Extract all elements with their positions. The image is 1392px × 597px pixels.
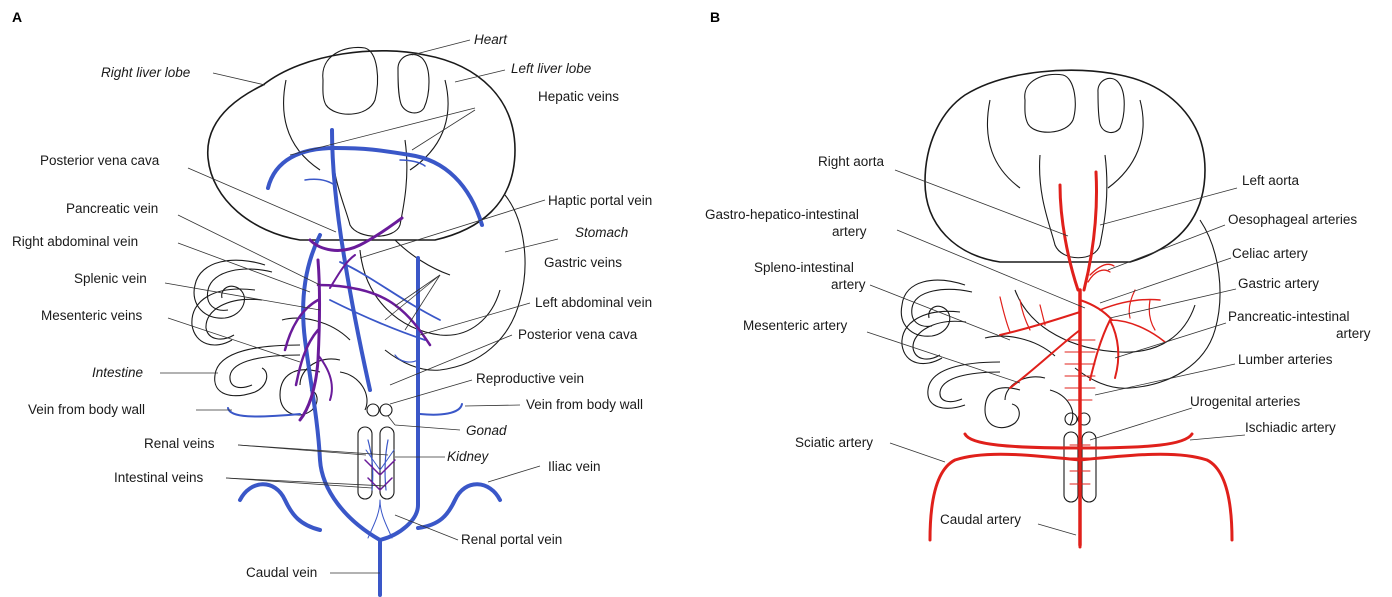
panel-b: B bbox=[705, 9, 1371, 547]
oesophageal-arteries bbox=[1088, 264, 1114, 282]
label-gastro-hepatico-line1: Gastro-hepatico-intestinal bbox=[705, 207, 859, 222]
label-intestinal-veins: Intestinal veins bbox=[114, 470, 204, 485]
label-gonad: Gonad bbox=[466, 423, 507, 438]
label-oesophageal-arteries: Oesophageal arteries bbox=[1228, 212, 1357, 227]
label-urogenital-arteries: Urogenital arteries bbox=[1190, 394, 1301, 409]
mesenteric-vein-c bbox=[318, 355, 332, 400]
label-right-abdominal-vein: Right abdominal vein bbox=[12, 234, 138, 249]
stomach-inner-b bbox=[1015, 290, 1195, 352]
label-lumber-arteries: Lumber arteries bbox=[1238, 352, 1333, 367]
label-left-liver-lobe: Left liver lobe bbox=[511, 61, 591, 76]
label-iliac-vein: Iliac vein bbox=[548, 459, 601, 474]
label-spleno-intestinal-line2: artery bbox=[831, 277, 866, 292]
label-sciatic-artery: Sciatic artery bbox=[795, 435, 873, 450]
heart-left-chamber-b bbox=[1025, 74, 1076, 132]
label-body-wall-vein-right: Vein from body wall bbox=[526, 397, 643, 412]
label-gastro-hepatico-line2: artery bbox=[832, 224, 867, 239]
vena-cava-upper bbox=[332, 130, 370, 390]
label-pancreatic-intestinal-line1: Pancreatic-intestinal bbox=[1228, 309, 1350, 324]
label-intestine: Intestine bbox=[92, 365, 143, 380]
heart-right-chamber bbox=[398, 54, 429, 113]
stomach-body bbox=[395, 240, 450, 275]
label-posterior-vena-cava-top: Posterior vena cava bbox=[40, 153, 160, 168]
label-gastric-veins: Gastric veins bbox=[544, 255, 622, 270]
label-body-wall-vein-left: Vein from body wall bbox=[28, 402, 145, 417]
liver-lobe-right-line-b bbox=[1108, 100, 1143, 188]
label-hepatic-veins: Hepatic veins bbox=[538, 89, 619, 104]
stomach-curve-b bbox=[1075, 220, 1220, 388]
label-heart: Heart bbox=[474, 32, 508, 47]
label-mesenteric-artery: Mesenteric artery bbox=[743, 318, 848, 333]
gonad-right bbox=[380, 404, 392, 416]
veins bbox=[228, 130, 500, 595]
sciatic-artery-right bbox=[1080, 454, 1232, 540]
heart-right-chamber-b bbox=[1098, 78, 1124, 132]
sciatic-artery-left bbox=[930, 454, 1080, 540]
celiac-artery bbox=[1080, 300, 1112, 320]
hepatic-vein-arc bbox=[268, 148, 482, 225]
spleno-intestinal-artery bbox=[1000, 312, 1080, 335]
label-kidney: Kidney bbox=[447, 449, 490, 464]
label-spleno-intestinal-line1: Spleno-intestinal bbox=[754, 260, 854, 275]
label-caudal-vein: Caudal vein bbox=[246, 565, 317, 580]
label-ischiadic-artery: Ischiadic artery bbox=[1245, 420, 1336, 435]
label-splenic-vein: Splenic vein bbox=[74, 271, 147, 286]
kidney-left-b bbox=[1064, 432, 1078, 502]
gonad-left bbox=[367, 404, 379, 416]
pancreatic-intestinal-artery bbox=[1090, 320, 1118, 380]
panel-a: A bbox=[12, 9, 652, 595]
label-right-liver-lobe: Right liver lobe bbox=[101, 65, 190, 80]
iliac-vein-right bbox=[418, 484, 500, 528]
body-wall-vein-right bbox=[420, 404, 462, 415]
hepatic-vein-small-left bbox=[305, 179, 336, 186]
label-mesenteric-veins: Mesenteric veins bbox=[41, 308, 143, 323]
label-left-aorta: Left aorta bbox=[1242, 173, 1300, 188]
panel-b-letter: B bbox=[710, 9, 720, 25]
heart-left-chamber bbox=[323, 47, 378, 114]
intestine-coils-b bbox=[901, 280, 1072, 427]
label-left-abdominal-vein: Left abdominal vein bbox=[535, 295, 652, 310]
iliac-vein-left bbox=[240, 484, 320, 530]
label-renal-portal-vein: Renal portal vein bbox=[461, 532, 562, 547]
label-renal-veins: Renal veins bbox=[144, 436, 215, 451]
right-aorta bbox=[1060, 185, 1078, 290]
liver-outline bbox=[208, 51, 515, 240]
label-reproductive-vein: Reproductive vein bbox=[476, 371, 584, 386]
side-branches bbox=[1000, 290, 1155, 332]
portal-branch-up bbox=[330, 255, 355, 288]
panel-a-letter: A bbox=[12, 9, 22, 25]
label-pancreatic-intestinal-line2: artery bbox=[1336, 326, 1371, 341]
stomach-curve bbox=[385, 195, 525, 370]
label-haptic-portal-vein: Haptic portal vein bbox=[548, 193, 652, 208]
liver-lobe-left-line-b bbox=[987, 100, 1020, 188]
kidney-right-b bbox=[1082, 432, 1096, 502]
intestine-coils bbox=[192, 260, 367, 415]
labels-b: Right aorta Left aorta Gastro-hepatico-i… bbox=[705, 154, 1371, 527]
label-caudal-artery: Caudal artery bbox=[940, 512, 1021, 527]
label-celiac-artery: Celiac artery bbox=[1232, 246, 1308, 261]
gastric-vein-c bbox=[395, 355, 418, 362]
label-right-aorta: Right aorta bbox=[818, 154, 885, 169]
label-pancreatic-vein: Pancreatic vein bbox=[66, 201, 158, 216]
label-posterior-vena-cava-bottom: Posterior vena cava bbox=[518, 327, 638, 342]
left-aorta bbox=[1084, 172, 1097, 290]
label-gastric-artery: Gastric artery bbox=[1238, 276, 1319, 291]
label-stomach: Stomach bbox=[575, 225, 628, 240]
